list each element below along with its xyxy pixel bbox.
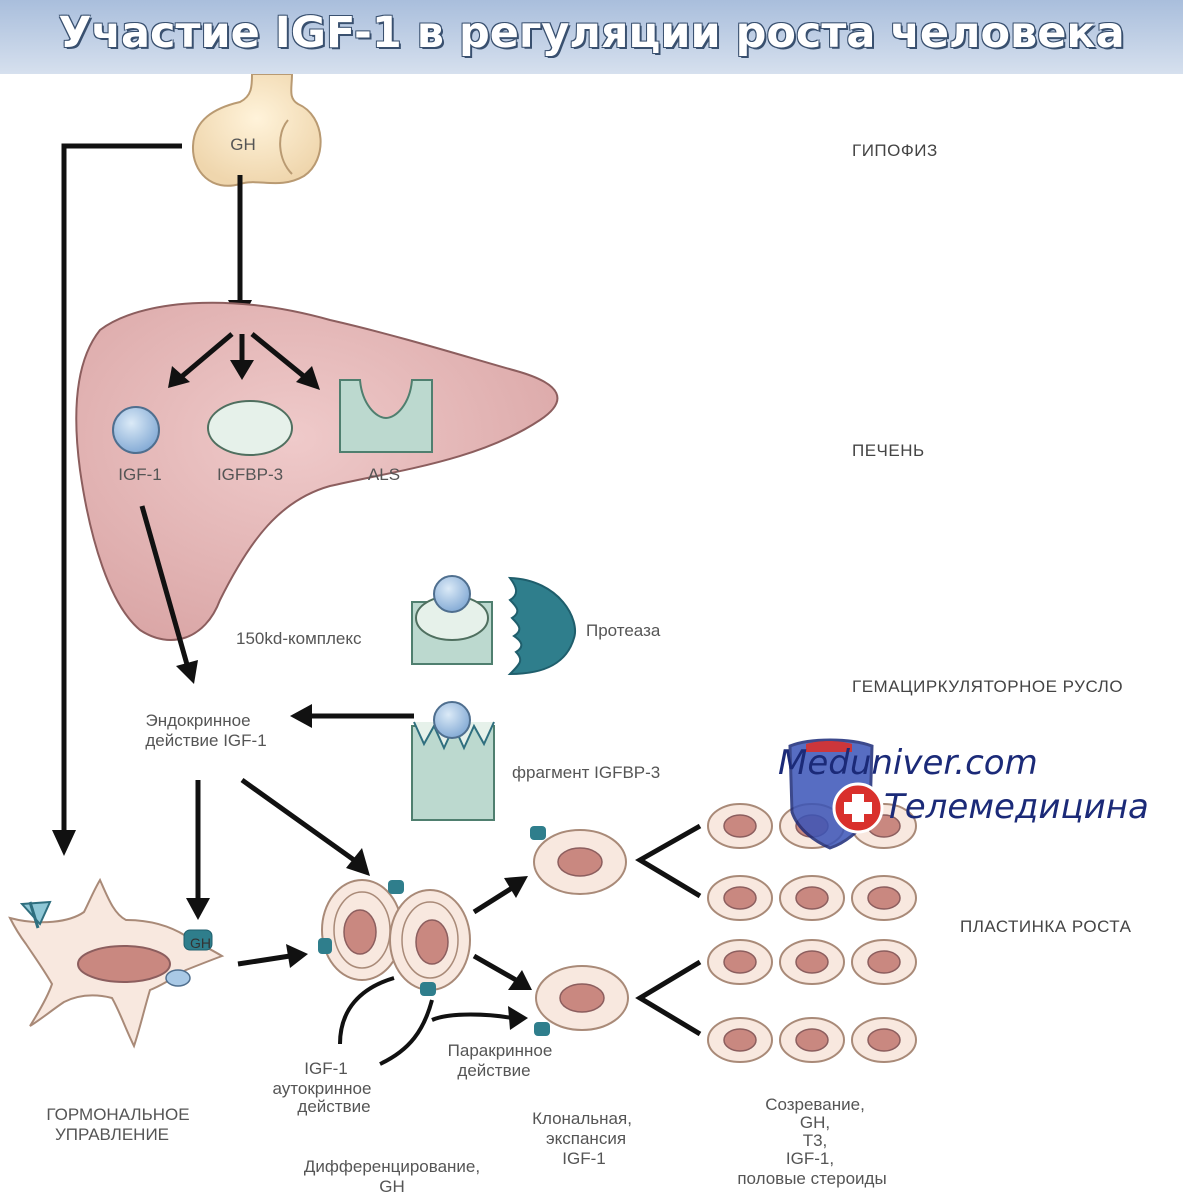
arrow-to-clonal-lower: [472, 953, 532, 990]
paracrine-label-line2: действие: [457, 1061, 530, 1080]
arrow-cell-to-chondrocytes: [237, 944, 308, 968]
zone-blood-label: ГЕМАЦИРКУЛЯТОРНОЕ РУСЛО: [852, 677, 1123, 696]
autocrine-label-line1: IGF-1: [304, 1059, 347, 1078]
fragment-label: фрагмент IGFBP-3: [512, 763, 660, 782]
igfbp3-fragment: [411, 701, 495, 821]
zone-growth-plate-label: ПЛАСТИНКА РОСТА: [960, 917, 1132, 936]
watermark-subtitle: Телемедицина: [884, 787, 1149, 827]
clonal-cell-lower: [534, 965, 629, 1036]
clonal-cell-upper: [530, 826, 627, 895]
clonal-label-line1: Клональная,: [532, 1109, 632, 1128]
autocrine-curve: [338, 976, 395, 1045]
hormonal-label-line1: ГОРМОНАЛЬНОЕ: [46, 1105, 189, 1124]
zone-pituitary-label: ГИПОФИЗ: [852, 141, 938, 160]
arrow-endocrine-to-chondrocytes: [240, 777, 370, 876]
protease-enzyme: [507, 576, 576, 676]
dividing-chondrocytes: [318, 879, 471, 996]
autocrine-label-line3: действие: [297, 1097, 370, 1116]
zone-liver-label: ПЕЧЕНЬ: [852, 441, 925, 460]
arrow-endocrine-to-cell: [186, 780, 210, 920]
maturing-cell: [779, 1017, 845, 1063]
title-bar: Участие IGF-1 в регуляции роста человека: [0, 0, 1183, 74]
watermark-site: Meduniver.com: [778, 743, 1038, 783]
complex-label: 150kd-комплекс: [236, 629, 362, 648]
igfbp3-label: IGFBP-3: [217, 465, 283, 484]
maturing-cell: [707, 875, 773, 921]
maturing-cell: [851, 875, 917, 921]
maturing-cell: [707, 803, 773, 849]
maturing-cell: [779, 939, 845, 985]
clonal-label-line2: экспансия: [546, 1129, 626, 1148]
maturation-label-line4: IGF-1,: [786, 1149, 834, 1168]
autocrine-label-line2: аутокринное: [273, 1079, 372, 1098]
maturation-label-line1: Созревание,: [765, 1095, 865, 1114]
igf1-label: IGF-1: [118, 465, 161, 484]
endocrine-label-line1: Эндокринное: [145, 711, 250, 730]
maturing-cells: [707, 803, 917, 1063]
complex-150kd: [411, 575, 493, 665]
paracrine-label-line1: Паракринное: [448, 1041, 553, 1060]
igf1-molecule: [112, 406, 160, 454]
gh-receptor-label: GH: [190, 935, 211, 951]
protease-label: Протеаза: [586, 621, 661, 640]
clonal-label-line3: IGF-1: [562, 1149, 605, 1168]
maturing-cell: [851, 1017, 917, 1063]
maturation-label-line2: GH,: [800, 1113, 830, 1132]
branch-upper: [635, 823, 702, 899]
meduniver-watermark: Meduniver.com Телемедицина: [778, 738, 1149, 850]
maturation-label-line3: Т3,: [803, 1131, 828, 1150]
cell-gh-receptor: [183, 929, 213, 951]
page-title: Участие IGF-1 в регуляции роста человека: [58, 8, 1125, 58]
paracrine-curve: [379, 999, 528, 1066]
maturing-cell: [779, 875, 845, 921]
igfbp3-molecule: [207, 400, 293, 456]
igf1-droplet: [165, 969, 191, 987]
igf1-diagram: GH IGF-1 IGFBP-3 ALS 150kd-комплекс Прот…: [8, 74, 1149, 1196]
cell-receptor-triangle: [19, 900, 52, 929]
liver: [75, 301, 559, 641]
arrow-igf1-to-endocrine: [139, 505, 198, 684]
maturing-cell: [707, 1017, 773, 1063]
shield-logo-icon: [788, 738, 884, 850]
maturing-cell: [707, 939, 773, 985]
als-label: ALS: [368, 465, 400, 484]
pituitary-gland: [191, 74, 322, 187]
endocrine-label-line2: действие IGF-1: [145, 731, 266, 750]
liver-arrows: [168, 332, 320, 390]
maturing-cell: [851, 939, 917, 985]
arrow-pituitary-to-cell: [52, 143, 182, 856]
arrow-gh-to-liver: [228, 175, 252, 324]
arrow-fragment-to-endocrine: [290, 704, 414, 728]
arrow-to-clonal-upper: [472, 876, 528, 915]
differentiation-label-line1: Дифференцирование,: [304, 1157, 480, 1176]
gh-label: GH: [230, 135, 256, 154]
hormonal-label-line2: УПРАВЛЕНИЕ: [55, 1125, 169, 1144]
hormonal-cell-nucleus: [77, 945, 171, 983]
differentiation-label-line2: GH: [379, 1177, 405, 1196]
branch-lower: [635, 959, 702, 1037]
als-molecule: [339, 379, 433, 453]
maturation-label-line5: половые стероиды: [737, 1169, 886, 1188]
